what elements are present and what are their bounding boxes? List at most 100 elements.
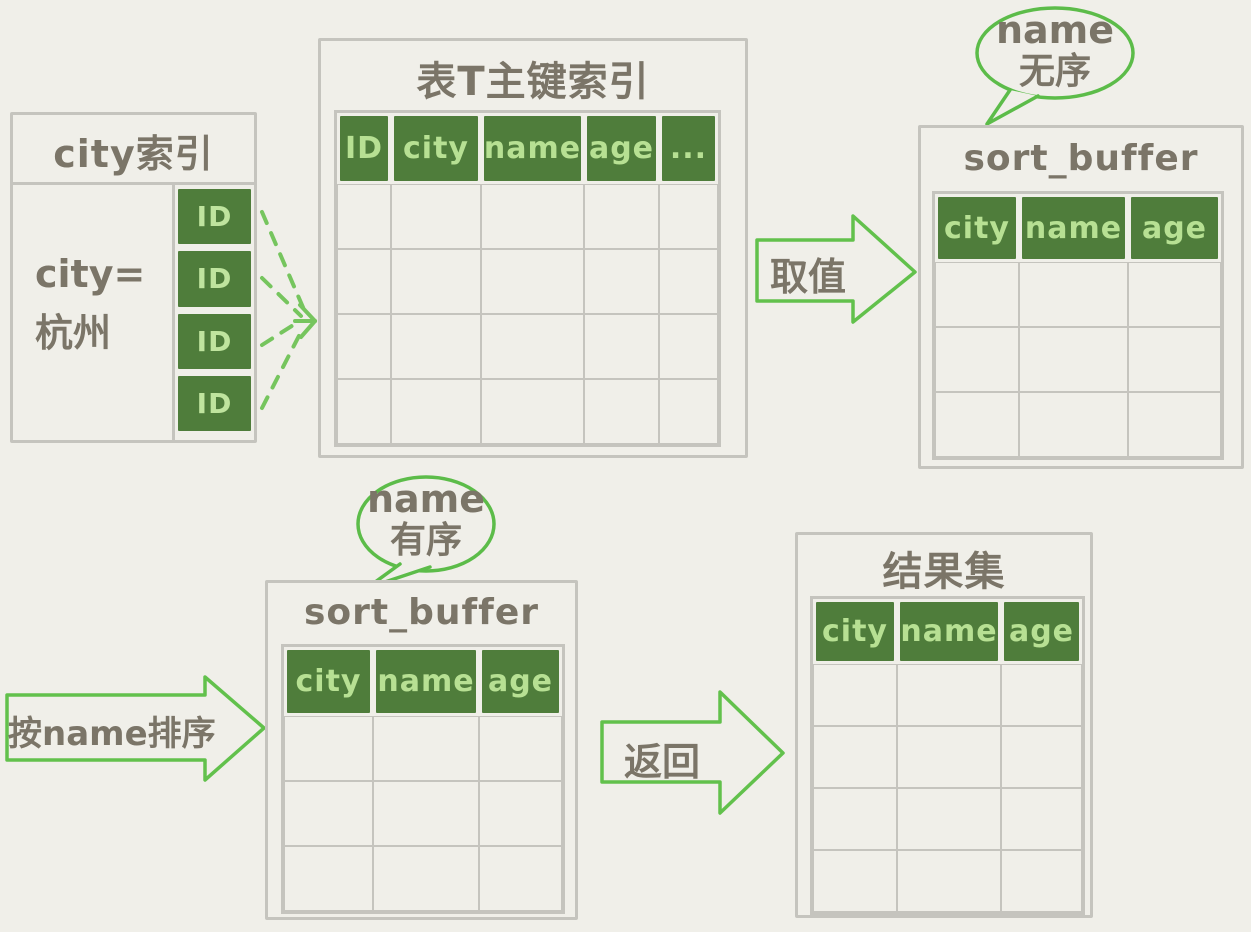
sort-buffer-ordered-title: sort_buffer — [303, 592, 539, 633]
empty-cell — [813, 664, 897, 726]
empty-cell — [659, 379, 718, 444]
empty-cell — [337, 184, 391, 249]
empty-cell — [1128, 262, 1221, 327]
column-header-: ... — [662, 116, 715, 181]
dashed-line-2 — [260, 276, 303, 318]
empty-cell — [337, 249, 391, 314]
empty-cell — [813, 850, 897, 912]
condition-line2: 杭州 — [35, 310, 112, 355]
empty-cell — [1128, 327, 1221, 392]
empty-cell — [1001, 788, 1082, 850]
empty-cell — [897, 664, 1001, 726]
empty-cell — [373, 716, 479, 781]
empty-cell — [391, 184, 481, 249]
empty-cell — [659, 314, 718, 379]
id-pointer-cell: ID — [178, 375, 251, 431]
return-arrow-label: 返回 — [623, 740, 700, 784]
empty-cell — [1019, 262, 1128, 327]
bubble-unordered-text: name 无序 — [975, 9, 1135, 92]
column-header-city: city — [287, 650, 370, 713]
empty-cell — [373, 846, 479, 911]
empty-cell — [481, 379, 584, 444]
primary-key-index-title: 表T主键索引 — [416, 59, 650, 105]
sort-buffer-unordered-title: sort_buffer — [963, 138, 1199, 179]
bubble-unordered-line2: 无序 — [1018, 50, 1091, 92]
empty-cell — [813, 726, 897, 788]
empty-cell — [935, 392, 1019, 457]
empty-cell — [659, 249, 718, 314]
dashed-line-3 — [260, 320, 300, 347]
city-condition-label: city= 杭州 — [35, 245, 145, 363]
empty-cell — [479, 846, 562, 911]
empty-cell — [897, 850, 1001, 912]
column-header-ID: ID — [340, 116, 388, 181]
empty-cell — [935, 262, 1019, 327]
sort-arrow-label: 按name排序 — [8, 714, 216, 754]
empty-cell — [284, 781, 373, 846]
empty-cell — [935, 327, 1019, 392]
empty-cell — [659, 184, 718, 249]
column-header-city: city — [816, 602, 894, 661]
column-header-name: name — [484, 116, 581, 181]
empty-cell — [813, 788, 897, 850]
empty-cell — [479, 716, 562, 781]
column-header-name: name — [376, 650, 476, 713]
empty-cell — [284, 716, 373, 781]
column-header-age: age — [482, 650, 559, 713]
empty-cell — [584, 184, 659, 249]
column-header-age: age — [587, 116, 656, 181]
dashed-line-4 — [260, 326, 305, 410]
empty-cell — [481, 184, 584, 249]
empty-cell — [1001, 726, 1082, 788]
column-header-city: city — [394, 116, 478, 181]
empty-cell — [1001, 664, 1082, 726]
dashed-line-1 — [260, 210, 307, 314]
column-header-city: city — [938, 197, 1016, 259]
bubble-ordered-text: name 有序 — [346, 478, 506, 561]
empty-cell — [373, 781, 479, 846]
empty-cell — [391, 379, 481, 444]
empty-cell — [1019, 327, 1128, 392]
bubble-ordered-line2: 有序 — [389, 519, 462, 561]
empty-cell — [391, 249, 481, 314]
empty-cell — [1001, 850, 1082, 912]
bubble-unordered-line1: name — [995, 8, 1115, 52]
empty-cell — [284, 846, 373, 911]
column-header-age: age — [1004, 602, 1079, 661]
column-header-name: name — [900, 602, 998, 661]
empty-cell — [337, 379, 391, 444]
empty-cell — [897, 726, 1001, 788]
empty-cell — [1019, 392, 1128, 457]
empty-cell — [481, 314, 584, 379]
id-pointer-cell: ID — [178, 251, 251, 307]
empty-cell — [897, 788, 1001, 850]
id-pointer-cell: ID — [178, 313, 251, 369]
empty-cell — [479, 781, 562, 846]
empty-cell — [481, 249, 584, 314]
result-set-title: 结果集 — [882, 549, 1006, 595]
id-lookup-dashed-lines — [260, 210, 307, 410]
dashed-arrowhead-icon — [293, 303, 317, 339]
empty-cell — [584, 314, 659, 379]
condition-line1: city= — [35, 252, 146, 296]
fetch-arrow-label: 取值 — [769, 255, 846, 299]
bubble-ordered-line1: name — [366, 477, 486, 521]
column-header-age: age — [1131, 197, 1218, 259]
column-header-name: name — [1022, 197, 1125, 259]
empty-cell — [1128, 392, 1221, 457]
empty-cell — [584, 379, 659, 444]
city-index-title: city索引 — [53, 132, 214, 176]
empty-cell — [337, 314, 391, 379]
